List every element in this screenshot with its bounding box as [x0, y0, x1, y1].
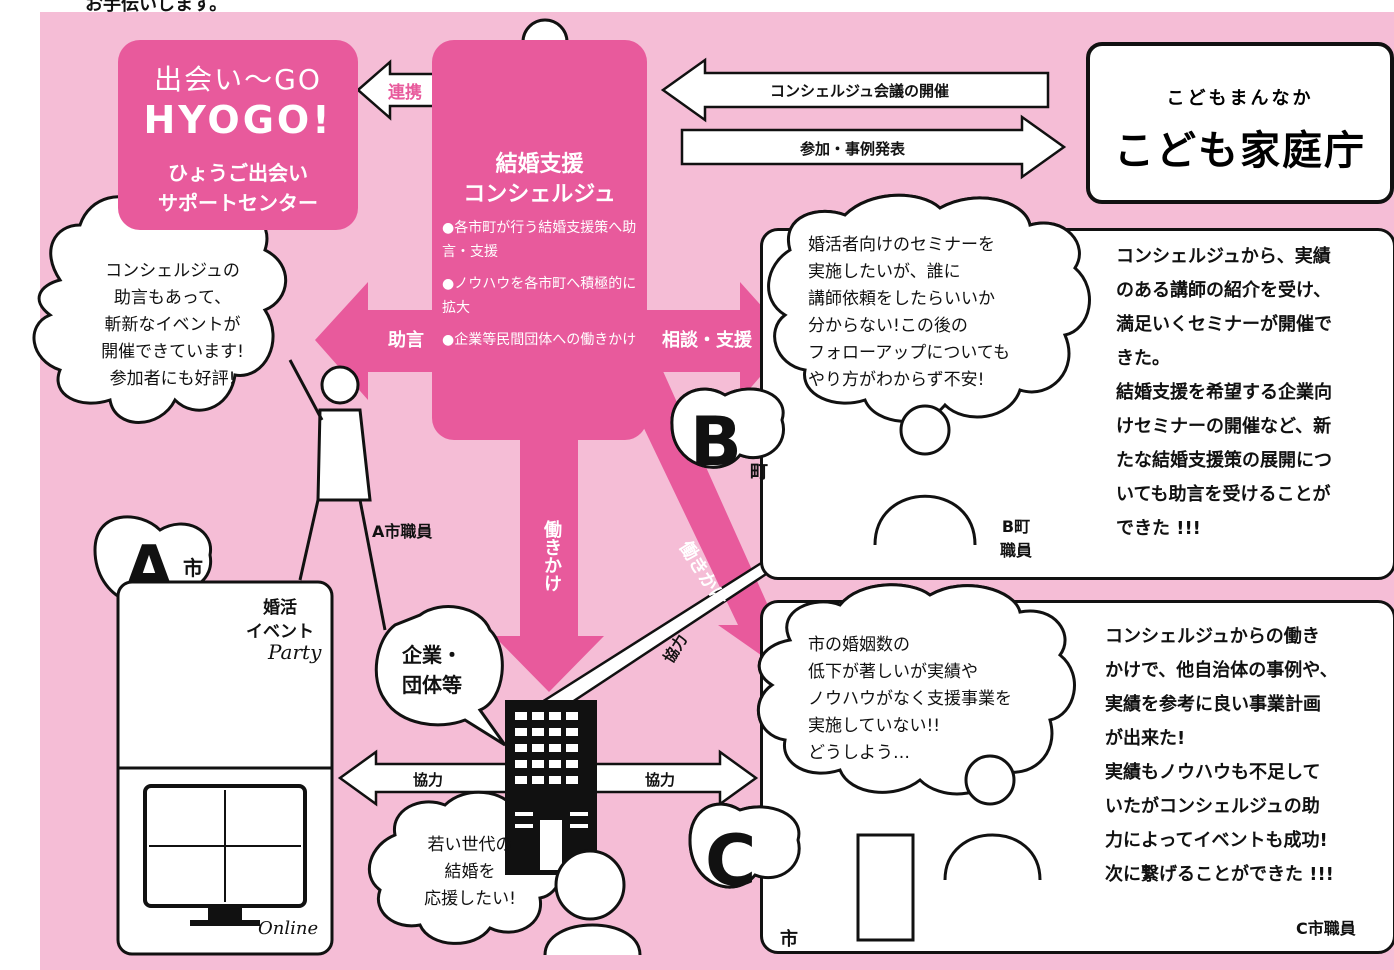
kodomo-name: こども家庭庁 — [1114, 128, 1366, 174]
concierge-box: 結婚支援 コンシェルジュ ●各市町が行う結婚支援策へ助言・支援 ●ノウハウを各市… — [432, 40, 647, 440]
hyogo-support-center: 出会い〜GO HYOGO! ひょうご出会い サポートセンター — [118, 40, 358, 230]
center-name: ひょうご出会い サポートセンター — [158, 161, 318, 215]
arrow-consult — [645, 282, 792, 400]
concierge-items: ●各市町が行う結婚支援策へ助言・支援 ●ノウハウを各市町へ積極的に拡大 ●企業等… — [442, 216, 642, 360]
companies-label: 企業・ 団体等 — [402, 643, 462, 697]
kyoryoku-right-label: 協力 — [645, 771, 676, 789]
b-staff-label: B町 職員 — [1000, 517, 1033, 560]
renkei-label: 連携 — [388, 83, 422, 103]
arrow-hatarakikake-companies — [494, 430, 604, 692]
party-text: Party — [268, 640, 322, 664]
kodomo-agency-box: こどもまんなか こども家庭庁 — [1086, 42, 1394, 204]
a-staff-label: A市職員 — [372, 522, 433, 541]
logo-line2: HYOGO! — [143, 98, 333, 142]
a-bubble-text: コンシェルジュの 助言もあって、 斬新なイベントが 開催できています! 参加者に… — [101, 261, 244, 389]
hatarakikake-label-1: 働きかけ — [541, 520, 562, 592]
b-badge-label: 町 — [750, 462, 768, 483]
concierge-item: ●ノウハウを各市町へ積極的に拡大 — [442, 276, 637, 316]
kodomo-tagline: こどもまんなか — [1166, 88, 1314, 109]
building-icon — [505, 700, 597, 875]
concierge-item: ●各市町が行う結婚支援策へ助言・支援 — [442, 220, 637, 260]
c-staff-label: C市職員 — [1296, 919, 1356, 938]
arrow-participation — [680, 114, 1067, 180]
online-text: Online — [258, 918, 319, 939]
a-badge-label: 市 — [183, 556, 203, 580]
advice-label: 助言 — [388, 330, 424, 351]
logo-line1: 出会い〜GO — [154, 63, 322, 96]
meeting-label: コンシェルジュ会議の開催 — [770, 82, 949, 100]
event-label: 婚活 イベント — [246, 598, 314, 642]
svg-text:C: C — [705, 820, 756, 902]
participation-label: 参加・事例発表 — [800, 140, 906, 158]
older-man-icon — [543, 849, 642, 956]
c-result-text: コンシェルジュからの働き かけで、他自治体の事例や、 実績を参考に良い事業計画 … — [1105, 626, 1338, 885]
svg-text:B: B — [690, 403, 742, 482]
c-badge-label: 市 — [780, 929, 798, 950]
consult-label: 相談・支援 — [662, 330, 752, 351]
b-result-text: コンシェルジュから、実績 のある講師の紹介を受け、 満足いくセミナーが開催で き… — [1116, 246, 1332, 539]
older-man-bubble-text: 若い世代の 結婚を 応援したい! — [424, 835, 516, 909]
header-text: お手伝いします。 — [85, 0, 228, 15]
arrow-meeting — [660, 57, 1050, 123]
a-staff-person-icon — [288, 359, 387, 631]
kyoryoku-left-label: 協力 — [413, 771, 444, 789]
c-bubble-text: 市の婚姻数の 低下が著しいが実績や ノウハウがなく支援事業を 実施していない!!… — [808, 635, 1012, 763]
concierge-item: ●企業等民間団体への働きかけ — [442, 332, 637, 348]
b-bubble-text: 婚活者向けのセミナーを 実施したいが、誰に 講師依頼をしたらいいか 分からない!… — [808, 235, 1010, 390]
arrow-kyoryoku-right — [573, 749, 759, 807]
concierge-title: 結婚支援 コンシェルジュ — [463, 152, 616, 207]
